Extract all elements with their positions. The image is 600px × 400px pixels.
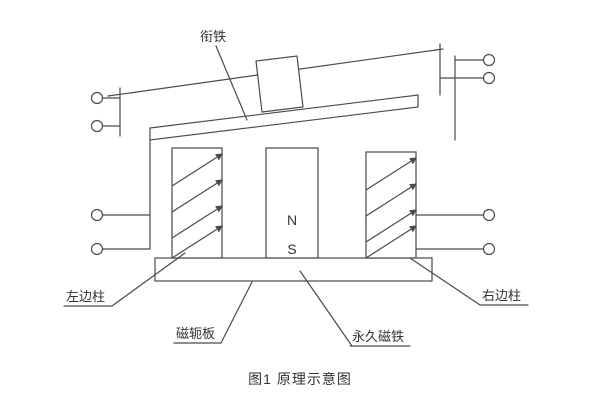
callout-right-column: 右边柱 bbox=[409, 257, 529, 306]
terminal-circle bbox=[90, 91, 104, 105]
terminal-circle bbox=[482, 53, 496, 67]
permanent-magnet: N S bbox=[265, 147, 319, 259]
label-permanent-magnet: 永久磁铁 bbox=[352, 329, 404, 344]
terminal-circle bbox=[90, 208, 104, 222]
label-right-column: 右边柱 bbox=[482, 288, 521, 303]
right-coil-body bbox=[365, 151, 417, 259]
figure-caption: 图1 原理示意图 bbox=[248, 371, 352, 387]
wiring-right-mid bbox=[415, 214, 484, 250]
terminals bbox=[90, 53, 496, 256]
wiring-left-top bbox=[102, 87, 121, 137]
winding-line bbox=[171, 179, 224, 213]
callout-armature: 衔铁 bbox=[200, 29, 248, 121]
wiring-right-top bbox=[439, 43, 484, 141]
terminal-circle bbox=[90, 119, 104, 133]
label-yoke-plate: 磁轭板 bbox=[176, 326, 215, 341]
armature-bar bbox=[149, 94, 419, 141]
winding-line bbox=[365, 209, 418, 243]
label-left-column: 左边柱 bbox=[66, 289, 105, 304]
leader-line bbox=[299, 270, 353, 347]
wiring-left-mid bbox=[101, 139, 151, 250]
terminal-circle bbox=[90, 242, 104, 256]
terminal-circle bbox=[482, 71, 496, 85]
callout-left-column: 左边柱 bbox=[63, 252, 186, 307]
winding-line bbox=[365, 157, 418, 191]
terminal-circle bbox=[482, 242, 496, 256]
leader-line bbox=[409, 257, 481, 306]
left-coil bbox=[171, 147, 224, 259]
winding-line bbox=[365, 225, 418, 259]
pole-n-label: N bbox=[287, 212, 297, 228]
callout-yoke-plate: 磁轭板 bbox=[173, 281, 253, 344]
callout-permanent-magnet: 永久磁铁 bbox=[299, 270, 411, 347]
leader-line bbox=[111, 252, 186, 307]
leader-line bbox=[215, 45, 248, 121]
winding-line bbox=[171, 153, 224, 187]
winding-line bbox=[171, 225, 224, 259]
pole-s-label: S bbox=[287, 241, 296, 257]
magnet-body bbox=[265, 147, 319, 259]
label-armature: 衔铁 bbox=[200, 29, 226, 44]
winding-line bbox=[171, 205, 224, 239]
pivot-block bbox=[255, 55, 304, 113]
right-coil bbox=[365, 151, 418, 259]
terminal-circle bbox=[482, 208, 496, 222]
winding-line bbox=[365, 183, 418, 217]
yoke-plate bbox=[154, 257, 433, 282]
left-coil-body bbox=[171, 147, 223, 259]
leader-line bbox=[220, 281, 253, 344]
